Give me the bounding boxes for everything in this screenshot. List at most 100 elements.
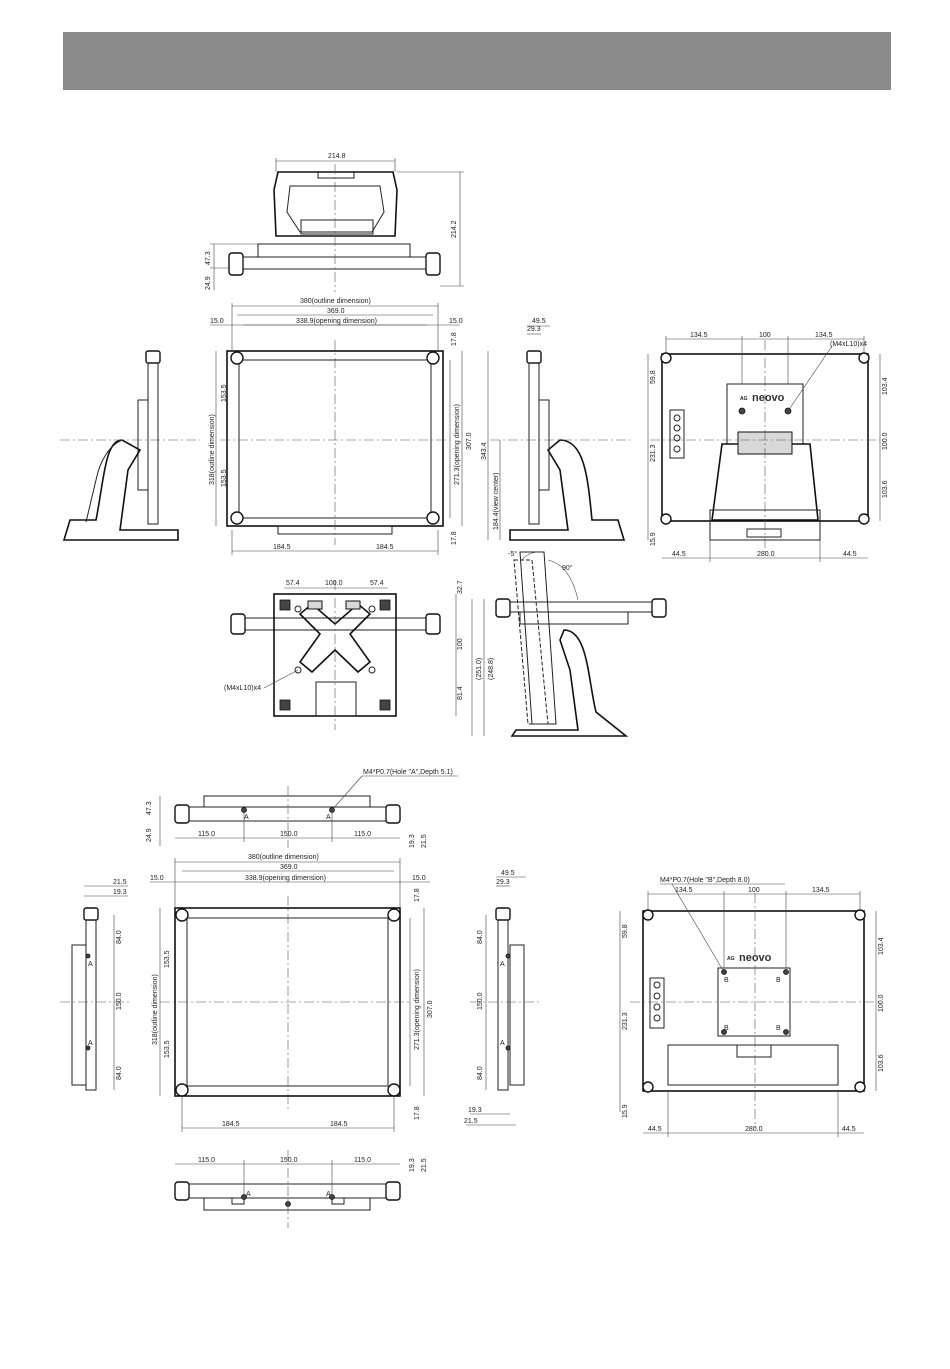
dim-369-lower: 369.0: [280, 864, 298, 871]
dim-184-5-left: 184.5: [273, 544, 291, 551]
dim-44-5-right-upper: 44.5: [843, 551, 857, 558]
dim-134-5-right-lower: 134.5: [812, 887, 830, 894]
dim-380-outline-lower: 380(outline dimension): [248, 854, 319, 861]
dim-17-8-bottom: 17.8: [451, 531, 458, 545]
tilt-view: (251.0) (248.8) -5° 90°: [471, 550, 667, 737]
dim-57-4-right: 57.4: [370, 580, 384, 587]
dim-21-5-left-lower: 21.5: [113, 879, 127, 886]
top-view-upper: 214.8 214.2 47.3 24.9: [205, 153, 464, 292]
hole-a-right-top: A: [500, 961, 505, 968]
dim-184-5-left-lower: 184.5: [222, 1121, 240, 1128]
dim-115-left-bottom: 115.0: [198, 1157, 215, 1164]
top-view-lower: A A M4*P0.7(Hole "A",Depth 5.1) 115.0 15…: [146, 769, 458, 848]
dim-49-5-upper: 49.5: [532, 318, 546, 325]
dim-231-3-upper: 231.3: [650, 444, 657, 462]
dim-134-5-right-upper: 134.5: [815, 332, 833, 339]
dim-47-3: 47.3: [205, 251, 212, 265]
dim-47-3-lower: 47.3: [146, 801, 153, 815]
dim-231-3-lower: 231.3: [622, 1012, 629, 1030]
dim-100-lower: 100: [748, 887, 760, 894]
dim-369: 369.0: [327, 308, 345, 315]
hole-a-left-bottom: A: [88, 1040, 93, 1047]
hole-a-left-top: A: [88, 961, 93, 968]
dim-100-bottom-view: 100: [457, 638, 464, 650]
logo-mark-lower: AG: [727, 956, 735, 962]
dim-84-top-right: 84.0: [477, 930, 484, 944]
dim-100-0-right-lower: 100.0: [878, 994, 885, 1012]
dim-15-right: 15.0: [449, 318, 463, 325]
dim-24-9: 24.9: [205, 276, 212, 290]
dim-153-5-top: 153.5: [221, 384, 228, 402]
dim-184-5-right-lower: 184.5: [330, 1121, 348, 1128]
bottom-view-stand: 57.4 100.0 57.4 32.7 100 81.4 (M4xL10)x4: [224, 580, 464, 730]
hole-a-bottom-left: A: [246, 1191, 251, 1198]
dim-184-5-right: 184.5: [376, 544, 394, 551]
dim-103-6-upper: 103.6: [882, 480, 889, 498]
dim-115-left-a: 115.0: [198, 831, 215, 838]
dim-49-5-lower: 49.5: [501, 870, 515, 877]
dim-19-3-a: 19.3: [409, 834, 416, 848]
logo-neovo-lower: neovo: [739, 952, 772, 964]
dim-44-5-left-upper: 44.5: [672, 551, 686, 558]
dim-19-3-right-lower: 19.3: [468, 1107, 482, 1114]
dim-271-opening-lower: 271.3(opening dimension): [414, 969, 421, 1050]
bottom-view-lower: A A 115.0 150.0 115.0 19.3 21.5: [174, 1150, 428, 1228]
hole-a-right-bottom: A: [500, 1040, 505, 1047]
dim-57-4-left: 57.4: [286, 580, 300, 587]
dim-280-upper: 280.0: [757, 551, 775, 558]
dim-153-5-bottom-lower: 153.5: [164, 1040, 171, 1058]
dim-44-5-right-lower: 44.5: [842, 1126, 856, 1133]
dim-150-bottom: 150.0: [280, 1157, 298, 1164]
dim-307-lower: 307.0: [427, 1000, 434, 1018]
front-view-upper: 380(outline dimension) 369.0 338.9(openi…: [209, 298, 473, 555]
hole-a-top-right: A: [326, 814, 331, 821]
dim-280-lower: 280.0: [745, 1126, 763, 1133]
logo-mark-upper: AG: [740, 396, 748, 402]
side-view-right: 49.5 29.3 343.4 184.4(view center): [481, 318, 630, 541]
logo-neovo-upper: neovo: [752, 392, 785, 404]
dim-214-2: 214.2: [451, 220, 458, 238]
dim-21-5-bottom: 21.5: [421, 1158, 428, 1172]
dim-15-left: 15.0: [210, 318, 224, 325]
dim-100-upper: 100: [759, 332, 771, 339]
dim-59-8-lower: 59.8: [622, 924, 629, 938]
dim-29-3-upper: 29.3: [527, 326, 541, 333]
hole-b-br: B: [776, 1025, 781, 1032]
dim-29-3-lower: 29.3: [496, 879, 510, 886]
dim-153-5-bottom: 153.5: [221, 469, 228, 487]
rear-view-lower: B B B B AG neovo M4*P0.7(Hole "B",Depth …: [619, 877, 885, 1137]
dim-318-outline: 318(outline dimension): [209, 414, 216, 485]
dim-115-right-bottom: 115.0: [354, 1157, 371, 1164]
header-bar: [63, 32, 891, 90]
dim-81-4: 81.4: [457, 686, 464, 700]
dim-17-8-top: 17.8: [451, 332, 458, 346]
dim-214-8: 214.8: [328, 153, 346, 160]
dim-17-8-bottom-lower: 17.8: [414, 1106, 421, 1120]
dim-15-9-lower: 15.9: [622, 1104, 629, 1118]
dim-84-bottom-right: 84.0: [477, 1066, 484, 1080]
hole-a-bottom-right: A: [326, 1191, 331, 1198]
dim-19-3-left-lower: 19.3: [113, 889, 127, 896]
dim-32-7: 32.7: [457, 580, 464, 594]
dim-100-0-bottom-view: 100.0: [325, 580, 343, 587]
dim-103-4-lower: 103.4: [878, 937, 885, 955]
front-view-lower: 380(outline dimension) 369.0 338.9(openi…: [150, 854, 434, 1132]
hole-b-tl: B: [724, 977, 729, 984]
side-view-left: [60, 350, 200, 541]
dim-150-a: 150.0: [280, 831, 298, 838]
hole-a-top-left: A: [244, 814, 249, 821]
dim-184-4-view-center: 184.4(view center): [493, 472, 500, 530]
dim-318-outline-lower: 318(outline dimension): [152, 974, 159, 1045]
hole-b-bl: B: [724, 1025, 729, 1032]
dim-150-right: 150.0: [477, 992, 484, 1010]
dim-15-left-lower: 15.0: [150, 875, 164, 882]
dim-84-bottom-left: 84.0: [116, 1066, 123, 1080]
dim-44-5-left-lower: 44.5: [648, 1126, 662, 1133]
dim-103-6-lower: 103.6: [878, 1054, 885, 1072]
dim-100-0-right-upper: 100.0: [882, 432, 889, 450]
label-m4xl10-upper: (M4xL10)x4: [830, 341, 867, 348]
side-view-right-lower: A A 49.5 29.3 84.0 150.0 84.0 19.3 21.5: [464, 870, 540, 1126]
dim-150-left: 150.0: [116, 992, 123, 1010]
dim-307: 307.0: [466, 432, 473, 450]
